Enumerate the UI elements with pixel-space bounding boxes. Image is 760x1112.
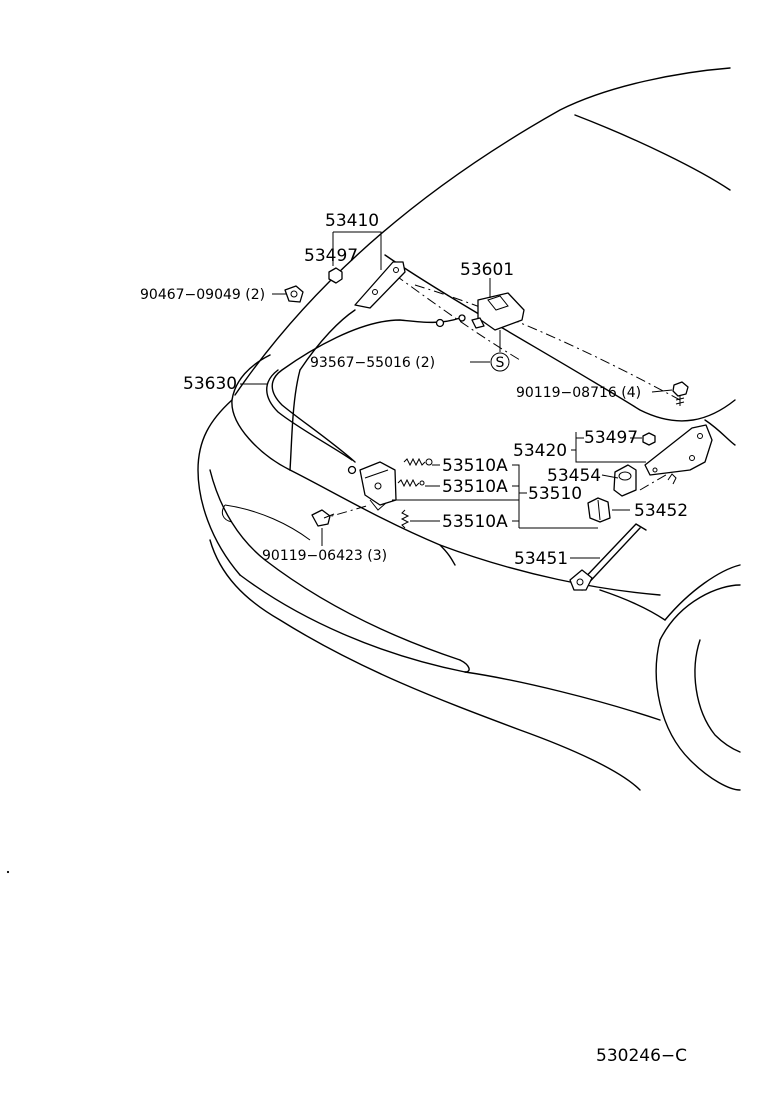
label-53420: 53420: [513, 441, 567, 461]
label-90119-08716: 90119−08716 (4): [516, 385, 641, 401]
bolt-90119-08716: [672, 381, 689, 406]
hood-hinge-left: [354, 261, 406, 309]
label-93567-55016: 93567−55016 (2): [310, 355, 435, 371]
hood-support-53454: [613, 464, 637, 497]
label-53451: 53451: [514, 549, 568, 569]
hood-lock-assembly: [359, 461, 397, 511]
figure-code: 530246−C: [596, 1046, 687, 1066]
hood-bumper-cushion: [284, 285, 304, 303]
vehicle-body-outline: [197, 67, 741, 791]
label-53454: 53454: [547, 466, 601, 486]
label-90119-06423: 90119−06423 (3): [262, 548, 387, 564]
label-53510: 53510: [528, 484, 582, 504]
label-53510A-1: 53510A: [442, 456, 508, 476]
label-90467-09049: 90467−09049 (2): [140, 287, 265, 303]
spring-53510A-3: [400, 509, 410, 529]
hood-release-cable: [271, 317, 461, 463]
label-53497-right: 53497: [584, 428, 638, 448]
hood-support-rod: [569, 523, 647, 591]
label-53630: 53630: [183, 374, 237, 394]
s-symbol-text: S: [496, 355, 505, 371]
label-53497-top: 53497: [304, 246, 358, 266]
label-53410: 53410: [325, 211, 379, 231]
label-53601: 53601: [460, 260, 514, 280]
spring-53510A-1: [403, 457, 433, 467]
label-53452: 53452: [634, 501, 688, 521]
bolt-90119-06423: [311, 509, 335, 527]
spring-53510A-2: [397, 478, 425, 488]
leader-lines: [240, 231, 673, 559]
label-53510A-2: 53510A: [442, 477, 508, 497]
s-symbol: S: [490, 352, 510, 372]
hood-hinge-right: [644, 424, 713, 476]
hood-release-lever: [471, 292, 525, 331]
nut-53497-left: [328, 267, 343, 284]
label-53510A-3: 53510A: [442, 512, 508, 532]
nut-53497-right: [642, 432, 656, 446]
clip-53452: [587, 497, 611, 523]
